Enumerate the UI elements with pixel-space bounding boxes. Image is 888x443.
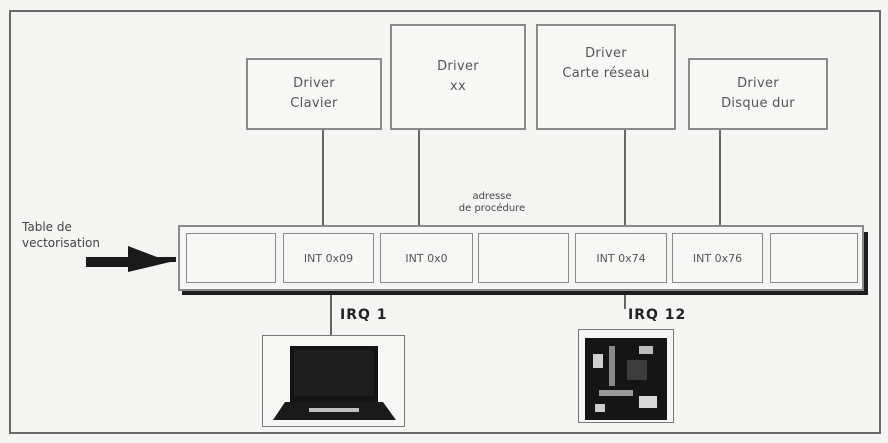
irq1-device-box	[262, 335, 405, 427]
irq12-device-box	[578, 329, 674, 423]
laptop-icon	[263, 336, 406, 428]
board-icon	[579, 330, 675, 424]
wire-irq12	[624, 295, 626, 309]
wire-irq1	[330, 295, 332, 335]
irq12-label: IRQ 12	[628, 307, 686, 323]
irq1-label: IRQ 1	[340, 307, 388, 323]
